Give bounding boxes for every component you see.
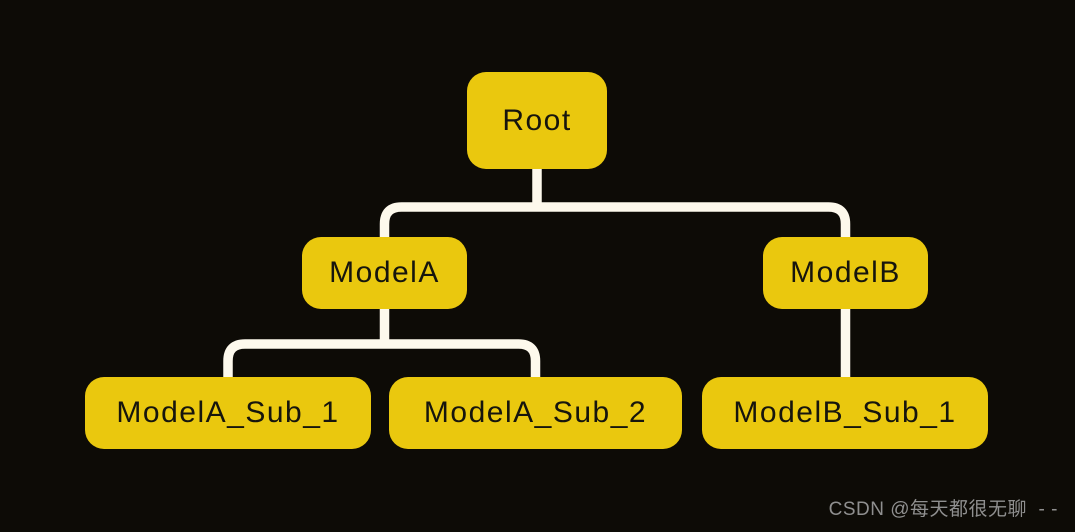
tree-node-label: ModelA_Sub_1	[116, 396, 340, 429]
tree-node-modelB: ModelB	[763, 237, 928, 309]
tree-node-label: ModelB_Sub_1	[733, 396, 957, 429]
tree-node-label: Root	[502, 103, 572, 137]
tree-node-modelB_sub_1: ModelB_Sub_1	[702, 377, 988, 449]
tree-node-label: ModelA_Sub_2	[423, 396, 648, 429]
tree-node-label: ModelB	[790, 256, 901, 289]
tree-node-modelA_sub_2: ModelA_Sub_2	[389, 377, 682, 449]
tree-node-root: Root	[467, 72, 607, 169]
tree-edge-modelA	[223, 307, 541, 379]
tree-node-modelA: ModelA	[302, 237, 467, 309]
tree-edge-root	[379, 167, 851, 239]
tree-node-modelA_sub_1: ModelA_Sub_1	[85, 377, 371, 449]
watermark: CSDN @每天都很无聊 - -	[828, 499, 1058, 520]
tree-node-label: ModelA	[329, 256, 440, 289]
